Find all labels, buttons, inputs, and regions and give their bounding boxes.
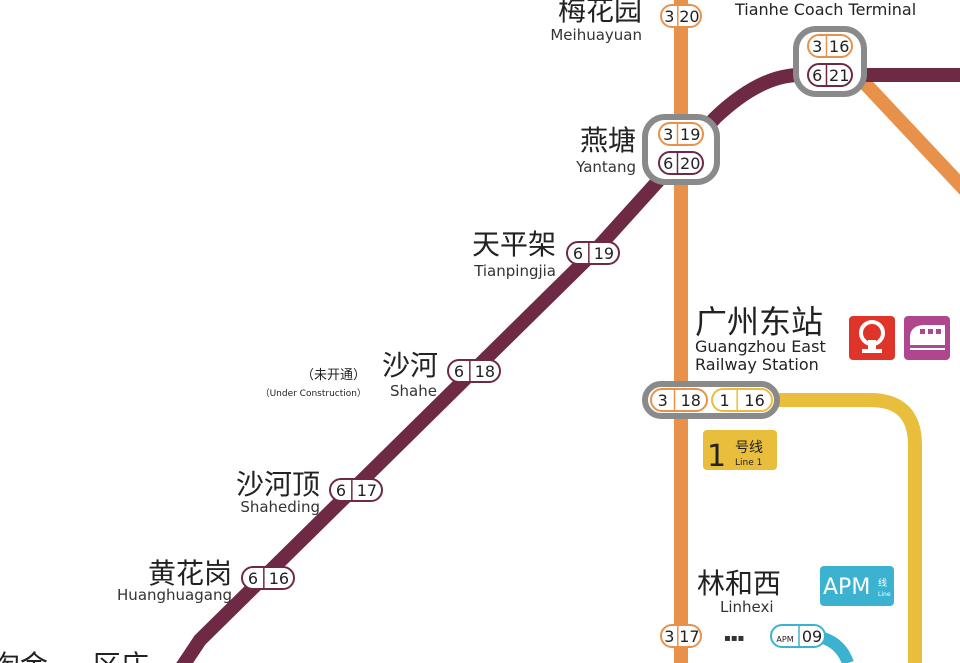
badge-frame (658, 151, 704, 175)
badge-frame (566, 241, 620, 265)
station-badge-line-3-18[interactable]: 3 18 (650, 388, 708, 412)
badge-line-number: 6 (573, 244, 583, 263)
station-zh-quzhuang[interactable]: 区庄 (93, 649, 149, 663)
badge-station-number: 19 (594, 244, 614, 263)
intercity-train-icon (904, 316, 950, 360)
badge-frame (241, 566, 295, 590)
station-en-shaheding: Shaheding (240, 498, 320, 516)
badge-station-number: 20 (680, 154, 700, 173)
badge-line-number: 6 (812, 66, 822, 85)
station-zh-shaheding[interactable]: 沙河顶 (236, 468, 320, 501)
station-zh-meihuayuan[interactable]: 梅花园 (558, 0, 642, 27)
line-3-branch-track (854, 73, 960, 195)
railway-station-icon (849, 316, 895, 360)
badge-frame (329, 478, 383, 502)
line-1-en: Line 1 (735, 458, 762, 468)
station-badge-line-3-16[interactable]: 3 16 (807, 34, 853, 58)
station-badge-line-apm-09[interactable]: APM 09 (770, 624, 826, 648)
station-zh-huanghuagang[interactable]: 黄花岗 (148, 557, 232, 590)
badge-frame (658, 122, 704, 146)
station-en-tianpingjia: Tianpingjia (473, 262, 556, 280)
badge-station-number: 18 (475, 362, 495, 381)
badge-line-number: 3 (664, 627, 674, 646)
badge-frame (660, 4, 702, 28)
line-1-track (770, 393, 922, 663)
station-badge-line-6-17[interactable]: 6 17 (329, 478, 383, 502)
station-en-tianhe-coach-terminal[interactable]: Tianhe Coach Terminal (734, 0, 916, 19)
station-en-huanghuagang: Huanghuagang (117, 586, 232, 604)
badge-station-number: 09 (802, 627, 822, 646)
station-badge-line-3-19[interactable]: 3 19 (658, 122, 704, 146)
badge-line-number: 1 (720, 391, 730, 410)
badge-station-number: 21 (829, 66, 849, 85)
line-1-label[interactable]: 1 号线 Line 1 (703, 430, 777, 474)
station-en-guangzhou-east: Guangzhou East (695, 337, 826, 356)
station-badge-line-6-16[interactable]: 6 16 (241, 566, 295, 590)
station-badge-line-3-17[interactable]: 3 17 (660, 624, 702, 648)
badge-frame (447, 359, 501, 383)
apm-line-label[interactable]: APM 线 Line (820, 566, 894, 606)
badge-line-number: 6 (663, 154, 673, 173)
station-en-meihuayuan: Meihuayuan (550, 26, 642, 44)
station-zh-guangzhou-east[interactable]: 广州东站 (695, 303, 823, 341)
station-badge-line-6-18[interactable]: 6 18 (447, 359, 501, 383)
badge-line-number: 6 (248, 569, 258, 588)
badge-station-number: 16 (269, 569, 289, 588)
badge-line-number: 3 (664, 7, 674, 26)
badge-frame (650, 388, 708, 412)
badge-station-number: 20 (679, 7, 699, 26)
badge-line-number: 3 (812, 37, 822, 56)
badge-frame (807, 63, 853, 87)
badge-line-number: APM (776, 635, 793, 644)
station-badge-line-6-21[interactable]: 6 21 (807, 63, 853, 87)
station-zh-shahe[interactable]: 沙河 (382, 349, 438, 382)
line-1-number: 1 (707, 439, 726, 474)
badge-station-number: 19 (680, 125, 700, 144)
apm-connector-dots: ▪▪▪ (724, 633, 744, 644)
station-badge-line-6-20[interactable]: 6 20 (658, 151, 704, 175)
apm-line-en: Line (878, 591, 891, 598)
badge-line-number: 6 (454, 362, 464, 381)
badge-line-number: 3 (658, 391, 668, 410)
station-zh-yantang[interactable]: 燕塘 (580, 124, 636, 157)
station-badge-line-1-16[interactable]: 1 16 (711, 388, 773, 412)
station-en-shahe: Shahe (390, 382, 437, 400)
badge-line-number: 3 (663, 125, 673, 144)
badge-station-number: 18 (681, 391, 701, 410)
badge-station-number: 16 (829, 37, 849, 56)
badge-frame (770, 624, 826, 648)
station-en-linhexi: Linhexi (720, 598, 774, 616)
badge-frame (711, 388, 773, 412)
station-zh-tianpingjia[interactable]: 天平架 (472, 228, 556, 261)
shahe-status-en: （Under Construction） (261, 388, 366, 399)
badge-station-number: 17 (357, 481, 377, 500)
badge-line-number: 6 (336, 481, 346, 500)
station-zh-taojin[interactable]: 淘金 (0, 649, 48, 663)
badge-frame (807, 34, 853, 58)
station-badge-line-6-19[interactable]: 6 19 (566, 241, 620, 265)
apm-line-name: APM (823, 575, 870, 600)
station-zh-linhexi[interactable]: 林和西 (697, 567, 781, 600)
shahe-status-zh: （未开通） (301, 368, 366, 383)
station-en-yantang: Yantang (575, 158, 636, 176)
line-1-zh: 号线 (735, 440, 763, 456)
badge-station-number: 16 (744, 391, 764, 410)
station-en-railway-station: Railway Station (695, 355, 819, 374)
apm-line-zh: 线 (878, 577, 887, 589)
station-badge-line-3-20[interactable]: 3 20 (660, 4, 702, 28)
badge-station-number: 17 (679, 627, 699, 646)
badge-frame (660, 624, 702, 648)
